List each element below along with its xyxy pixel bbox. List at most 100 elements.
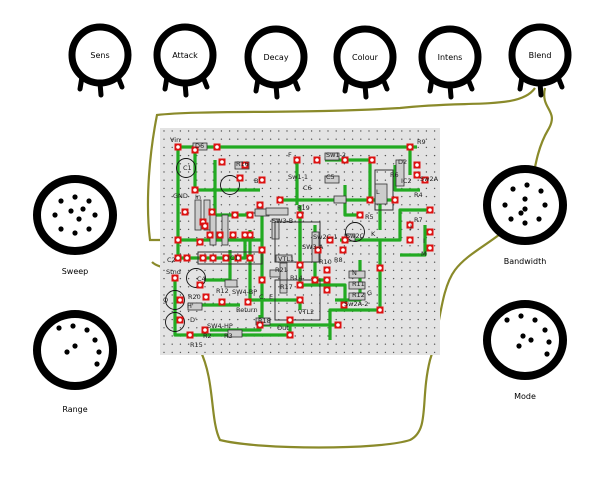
- pot-lug: [342, 76, 350, 94]
- pot-attack[interactable]: Attack: [153, 23, 217, 98]
- switch-terminal: [528, 337, 534, 343]
- pot-label: Colour: [352, 53, 379, 62]
- switch-body: [33, 175, 117, 255]
- solder-pad: [199, 254, 207, 262]
- potentiometers: Sens Attack Decay Colour Intens Blend: [68, 23, 572, 100]
- switch-terminal: [522, 220, 528, 226]
- resistor: [395, 159, 405, 187]
- pot-lug: [291, 76, 301, 92]
- pot-label: Attack: [172, 51, 198, 60]
- switch-terminal: [92, 212, 98, 218]
- solder-pad: [174, 254, 182, 262]
- pot-blend[interactable]: Blend: [508, 23, 572, 98]
- solder-pad: [218, 298, 226, 306]
- solder-pad: [296, 281, 304, 289]
- solder-pad: [186, 331, 194, 339]
- component-label: R4: [414, 191, 423, 199]
- component-label: R6: [390, 171, 399, 179]
- solder-pad: [191, 186, 199, 194]
- component-label: VTL1: [278, 255, 294, 263]
- solder-pad: [258, 176, 266, 184]
- component-label: R9: [417, 138, 426, 146]
- pot-sens[interactable]: Sens: [68, 23, 132, 98]
- switch-terminal: [524, 182, 530, 188]
- switch-terminal: [96, 349, 102, 355]
- vtl1-optocoupler: [274, 279, 321, 321]
- switch-terminal: [70, 323, 76, 329]
- pot-lug: [162, 74, 170, 92]
- pot-lug: [447, 82, 454, 100]
- solder-pad: [406, 143, 414, 151]
- switch-terminal: [56, 325, 62, 331]
- component-label: SW3-B: [272, 217, 293, 225]
- component-label: IC1: [228, 254, 239, 262]
- resistor: [194, 199, 202, 231]
- solder-pad: [213, 143, 221, 151]
- solder-pad: [236, 174, 244, 182]
- component-label: C4: [197, 275, 206, 283]
- component-label: C1: [183, 164, 192, 172]
- solder-pad: [258, 276, 266, 284]
- switch-terminal: [92, 337, 98, 343]
- component-label: R8: [334, 256, 343, 264]
- component-label: Q: [163, 296, 168, 304]
- switch-sweep[interactable]: Sweep: [33, 175, 117, 276]
- solder-pad: [413, 161, 421, 169]
- resistor: [333, 195, 347, 204]
- switch-body: [483, 300, 567, 380]
- component-label: R19: [297, 204, 310, 212]
- solder-pad: [339, 246, 347, 254]
- solder-pad: [366, 196, 374, 204]
- component-label: Sw2C: [346, 232, 365, 240]
- switch-terminal: [516, 343, 522, 349]
- pot-lug: [97, 80, 104, 98]
- pot-decay[interactable]: Decay: [244, 25, 308, 100]
- ic1-chip: [197, 251, 263, 265]
- component-label: In: [195, 193, 201, 201]
- component-label: C2: [167, 256, 176, 264]
- component-label: Sw2C-1: [313, 233, 338, 241]
- component-label: R7: [414, 216, 423, 224]
- switch-mode[interactable]: Mode: [483, 300, 567, 401]
- pot-label: Intens: [438, 53, 463, 62]
- solder-pad: [311, 276, 319, 284]
- switch-terminal: [504, 317, 510, 323]
- component-label: VTL2: [298, 308, 314, 316]
- solder-pad: [376, 306, 384, 314]
- component-label: Sw1-1: [288, 173, 308, 181]
- component-label: D6: [195, 142, 204, 150]
- resistor: [209, 214, 217, 246]
- component-label: Return: [236, 306, 258, 314]
- component-label: I: [423, 237, 425, 245]
- solder-pad: [391, 196, 399, 204]
- switch-bandwidth[interactable]: Bandwidth: [483, 165, 567, 266]
- component-label: D': [190, 316, 197, 324]
- pot-intens[interactable]: Intens: [418, 25, 482, 100]
- capacitor-or-transistor: [220, 175, 240, 195]
- solder-pad: [201, 326, 209, 334]
- switch-terminal: [72, 230, 78, 236]
- component-label: R5: [365, 213, 374, 221]
- switch-terminal: [544, 351, 550, 357]
- switch-label: Range: [62, 405, 87, 414]
- switch-terminal: [508, 216, 514, 222]
- pot-colour[interactable]: Colour: [333, 25, 397, 100]
- solder-pad: [196, 238, 204, 246]
- solder-pad: [326, 236, 334, 244]
- switch-terminal: [80, 206, 86, 212]
- switch-terminal: [86, 198, 92, 204]
- pot-lug: [380, 76, 390, 92]
- solder-pad: [218, 158, 226, 166]
- solder-pad: [241, 161, 249, 169]
- component-label: GND: [173, 192, 188, 200]
- component-label: G: [367, 289, 372, 297]
- solder-pad: [313, 156, 321, 164]
- solder-pad: [176, 316, 184, 324]
- solder-pad: [296, 211, 304, 219]
- pot-lug: [273, 82, 280, 100]
- solder-pad: [426, 228, 434, 236]
- switch-range[interactable]: Range: [33, 310, 117, 414]
- component-label: R3: [224, 332, 233, 340]
- component-label: F: [288, 151, 292, 159]
